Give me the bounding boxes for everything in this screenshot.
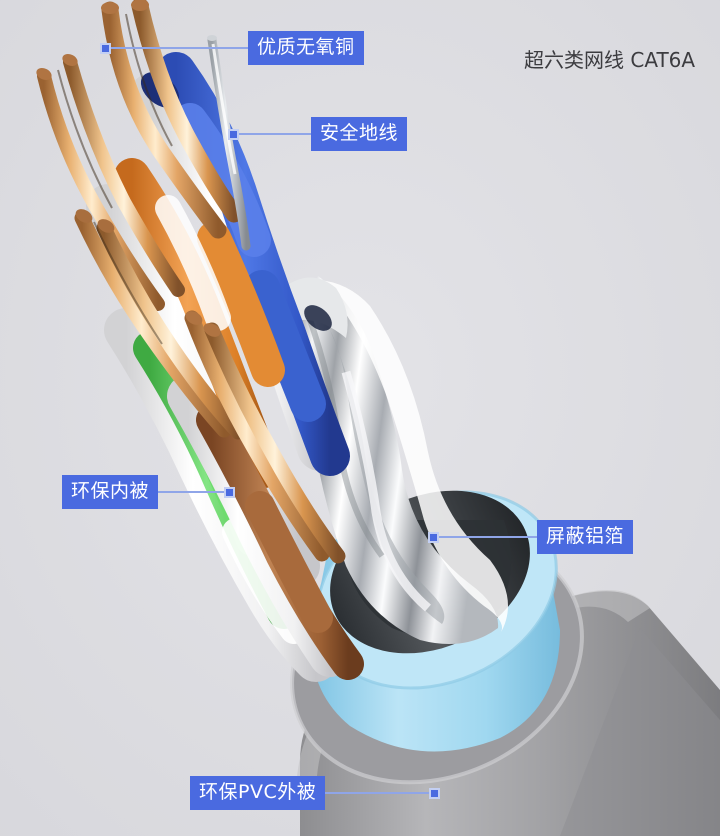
callout-node-foil: [428, 531, 439, 543]
pair-blue-white: [129, 52, 350, 476]
callout-foil[interactable]: 屏蔽铝箔: [428, 520, 634, 554]
callout-lead-copper: [111, 47, 248, 49]
callout-label-copper: 优质无氧铜: [248, 31, 364, 65]
callout-lead-inner-jacket: [158, 491, 225, 493]
callout-copper[interactable]: 优质无氧铜: [100, 31, 364, 65]
callout-node-copper: [100, 42, 111, 54]
callout-lead-outer-jacket: [325, 792, 430, 794]
callout-lead-ground: [239, 133, 311, 135]
callout-node-ground: [228, 128, 239, 140]
copper-conductors: [36, 0, 346, 564]
callout-inner-jacket[interactable]: 环保内被: [62, 475, 236, 509]
callout-node-outer-jacket: [429, 787, 441, 799]
callout-node-inner-jacket: [224, 486, 236, 498]
callout-ground[interactable]: 安全地线: [228, 117, 408, 151]
callout-label-outer-jacket: 环保PVC外被: [190, 776, 326, 810]
pair-brown-white: [167, 375, 364, 680]
page-title: 超六类网线 CAT6A: [524, 48, 696, 72]
ground-wire-part: [207, 35, 251, 251]
callout-label-foil: 屏蔽铝箔: [537, 520, 634, 554]
callout-outer-jacket[interactable]: 环保PVC外被: [190, 776, 441, 810]
callout-label-ground: 安全地线: [311, 117, 408, 151]
callout-lead-foil: [439, 536, 537, 538]
callout-label-inner-jacket: 环保内被: [62, 475, 159, 509]
